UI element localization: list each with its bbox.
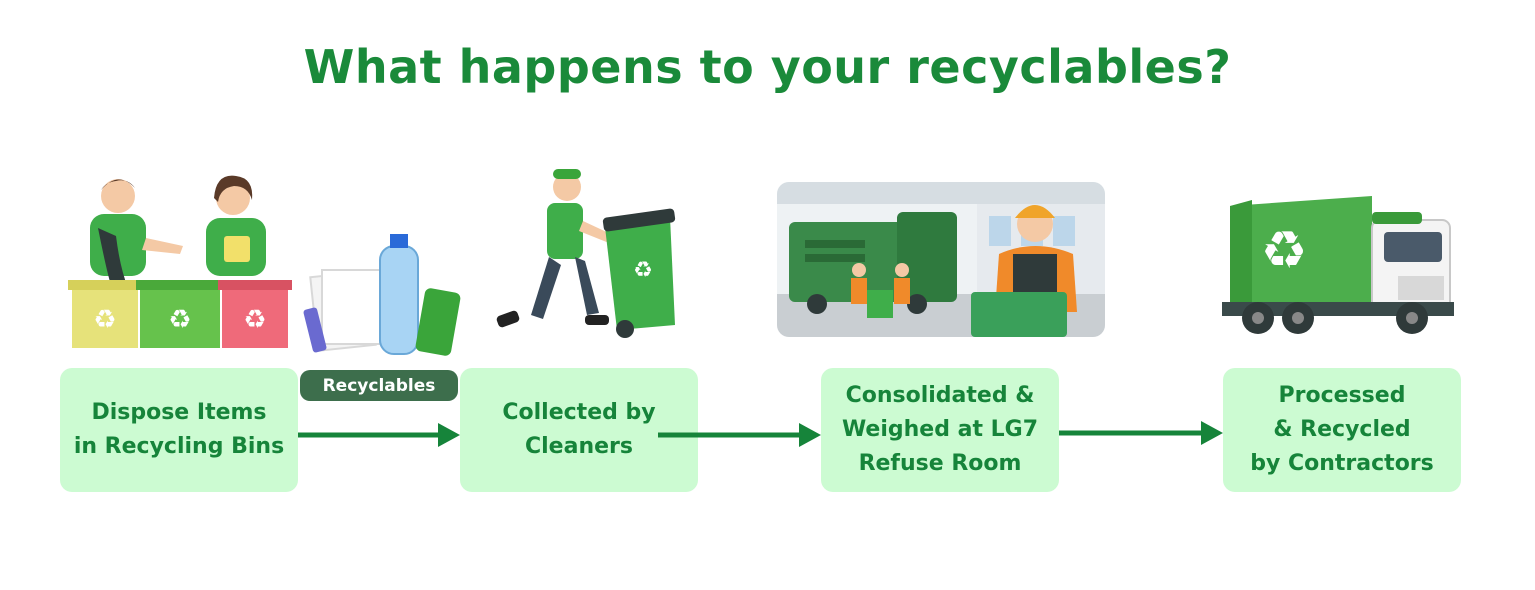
recycling-bins-illustration: ♻ ♻ ♻ — [68, 175, 292, 348]
svg-text:♻: ♻ — [93, 305, 116, 335]
step-label: Collected by Cleaners — [502, 400, 656, 459]
arrow-right-icon — [658, 423, 821, 447]
svg-text:♻: ♻ — [633, 258, 653, 283]
svg-text:♻: ♻ — [243, 305, 266, 335]
cleaner-with-bin-illustration: ♻ — [496, 169, 676, 338]
svg-text:♻: ♻ — [1261, 221, 1308, 281]
arrow-right-icon — [1059, 421, 1223, 445]
page-title: What happens to your recyclables? — [303, 40, 1232, 94]
step-collected-by-cleaners: Collected by Cleaners — [460, 368, 698, 492]
step-label: Processed & Recycled by Contractors — [1250, 383, 1434, 476]
refuse-room-illustration — [777, 182, 1105, 337]
svg-text:♻: ♻ — [168, 305, 191, 335]
step-label: Dispose Items in Recycling Bins — [73, 400, 285, 459]
arrow-right-icon — [298, 423, 460, 447]
step-dispose-items: Dispose Items in Recycling Bins — [60, 368, 298, 492]
recyclables-items-illustration — [303, 234, 461, 356]
step-consolidated-weighed: Consolidated & Weighed at LG7 Refuse Roo… — [821, 368, 1059, 492]
step-label: Consolidated & Weighed at LG7 Refuse Roo… — [841, 383, 1039, 476]
recycling-truck-illustration: ♻ — [1222, 196, 1454, 334]
recyclables-tag: Recyclables — [300, 370, 458, 401]
step-processed-recycled: Processed & Recycled by Contractors — [1223, 368, 1461, 492]
